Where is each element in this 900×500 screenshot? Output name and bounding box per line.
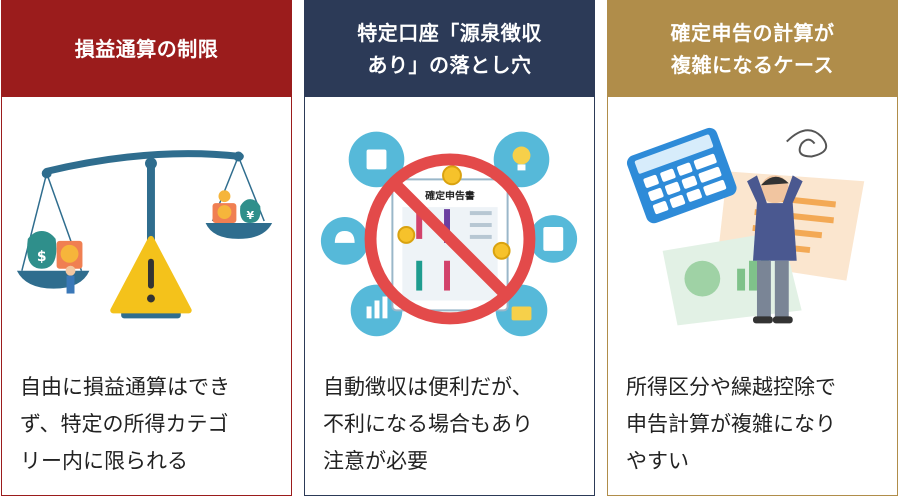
svg-text:$: $ (37, 249, 47, 265)
svg-text:¥: ¥ (246, 209, 254, 222)
card-description: 自由に損益通算はでき ず、特定の所得カテゴ リー内に限られる (20, 375, 230, 473)
card-complex-tax-return: 確定申告の計算が 複雑になるケース (607, 0, 898, 496)
card-header: 損益通算の制限 (2, 1, 291, 97)
confused-man-calculator-illustration (608, 111, 897, 341)
card-withholding-pitfall: 特定口座「源泉徴収 あり」の落とし穴 確定申告書 (304, 0, 595, 496)
card-loss-offset-limit: 損益通算の制限 $ (1, 0, 292, 496)
card-description: 自動徴収は便利だが、 不利になる場合もあり 注意が必要 (323, 375, 533, 473)
document-title: 確定申告書 (425, 189, 475, 202)
card-header: 特定口座「源泉徴収 あり」の落とし穴 (305, 1, 594, 97)
card-header: 確定申告の計算が 複雑になるケース (608, 1, 897, 97)
card-description: 所得区分や繰越控除で 申告計算が複雑になり やすい (626, 375, 836, 473)
tax-return-prohibited-illustration: 確定申告書 (305, 111, 594, 341)
balance-scale-warning-illustration: $ ¥ (2, 111, 291, 341)
